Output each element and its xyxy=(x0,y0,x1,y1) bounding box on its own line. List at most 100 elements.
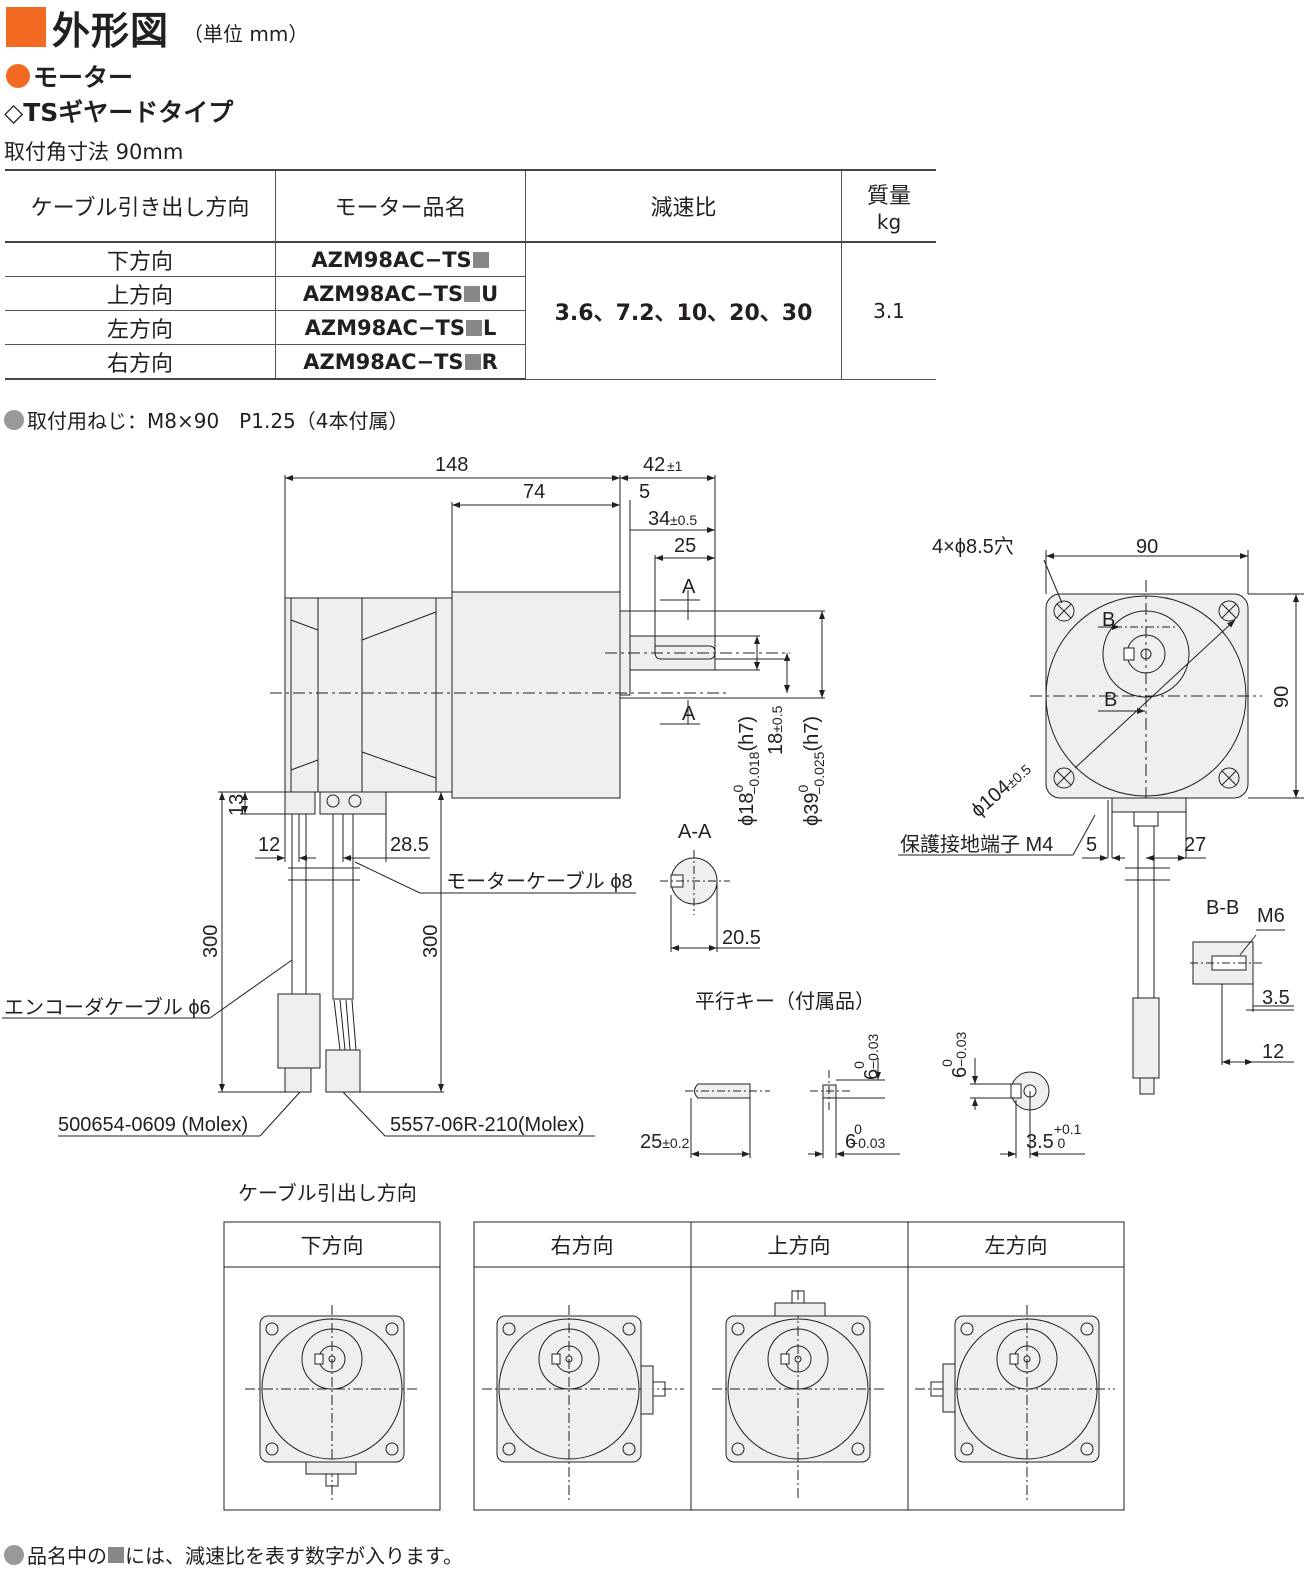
row-direction: 左方向 xyxy=(5,310,276,345)
dim-6-key-label: 6 xyxy=(845,1131,856,1153)
dim-phi18-tol-zero: 0 xyxy=(730,785,746,793)
dim-25-key: 25±0.2 xyxy=(640,1131,690,1153)
section-bb-label: B-B xyxy=(1206,897,1239,919)
table-row: 左方向 AZM98AC−TS L xyxy=(5,310,936,345)
panel-right xyxy=(482,1305,684,1500)
section-aa xyxy=(660,850,760,952)
dim-5: 5 xyxy=(639,481,650,503)
motor-cable-label: モーターケーブル ϕ8 xyxy=(446,869,633,893)
dim-6-key-vertical-tol-zero: 0 xyxy=(851,1061,867,1069)
footnote-pre: 品名中の xyxy=(27,1544,107,1568)
dim-42-tol: ±1 xyxy=(667,458,683,474)
dim-6-keyway-tol-zero: 0 xyxy=(939,1059,955,1067)
dim-34-tol: ±0.5 xyxy=(670,512,697,528)
col-direction: ケーブル引き出し方向 xyxy=(5,169,276,243)
bullet-dot-icon xyxy=(4,409,24,430)
dim-6-keyway: 60−0.03 xyxy=(939,1031,971,1078)
title-row: 外形図 （単位 mm） xyxy=(6,4,308,53)
dim-25: 25 xyxy=(674,535,696,557)
bullet-dot-icon xyxy=(6,64,30,88)
ratio-placeholder-icon xyxy=(108,1546,124,1563)
row-direction: 下方向 xyxy=(5,242,276,277)
section-a-bottom: A xyxy=(682,703,696,725)
ratio-cell: 3.6、7.2、10、20、30 xyxy=(525,242,842,380)
dim-6-keyway-tol: −0.03 xyxy=(953,1031,969,1067)
col-mass-unit: kg xyxy=(876,209,902,234)
model-suffix: L xyxy=(482,315,497,340)
dim-6-key-vertical-label: 6 xyxy=(861,1069,883,1080)
section-type: ◇TSギヤードタイプ xyxy=(4,98,234,127)
dim-90-right: 90 xyxy=(1271,686,1293,708)
dim-phi18-h7: (h7) xyxy=(736,716,758,752)
dim-300-left: 300 xyxy=(200,925,222,958)
model-name: AZM98AC−TS xyxy=(304,315,465,340)
parallel-key xyxy=(685,1058,1085,1158)
dim-34: 34 xyxy=(648,508,670,530)
dim-25-key-label: 25 xyxy=(640,1131,662,1153)
cable-direction-panel xyxy=(223,1221,1125,1511)
dim-3-5-keyway-label: 3.5 xyxy=(1026,1131,1054,1153)
panel-down xyxy=(245,1305,418,1500)
col-mass-label: 質量 xyxy=(866,183,911,209)
table-row: 下方向 AZM98AC−TS 3.6、7.2、10、20、30 3.1 xyxy=(5,242,936,380)
model-name: AZM98AC−TS xyxy=(311,247,472,272)
dim-phi18-label: ϕ18 xyxy=(736,793,758,826)
model-suffix: R xyxy=(481,349,498,374)
dim-3-5-keyway-tol: +0.1 xyxy=(1054,1121,1082,1137)
ratio-placeholder-icon xyxy=(472,251,489,268)
dim-phi39-h7: (h7) xyxy=(801,716,823,752)
panel-label-left: 左方向 xyxy=(985,1235,1048,1258)
cable-panel-title: ケーブル引出し方向 xyxy=(238,1181,417,1205)
cables xyxy=(277,813,361,1093)
bullet-dot-icon xyxy=(4,1544,24,1565)
dim-5-front: 5 xyxy=(1086,834,1097,856)
panel-label-right: 右方向 xyxy=(551,1235,614,1258)
row-model: AZM98AC−TS L xyxy=(275,310,526,345)
dim-12-bb: 12 xyxy=(1262,1041,1284,1063)
screw-note-text: 取付用ねじ：M8×90 P1.25（4本付属） xyxy=(27,409,409,433)
dim-27: 27 xyxy=(1184,834,1206,856)
dim-3-5: 3.5 xyxy=(1262,987,1290,1009)
connector-2-label: 5557-06R-210(Molex) xyxy=(390,1114,585,1136)
dim-18-label: 18 xyxy=(765,733,787,755)
ground-terminal-label: 保護接地端子 M4 xyxy=(900,833,1053,856)
title-square-icon xyxy=(6,7,46,47)
panel-left xyxy=(915,1305,1115,1500)
screw-note: 取付用ねじ：M8×90 P1.25（4本付属） xyxy=(4,405,409,434)
mass-cell: 3.1 xyxy=(841,242,936,380)
footnote-post: には、減速比を表す数字が入ります。 xyxy=(125,1544,463,1568)
dim-phi18: ϕ180−0.018(h7) xyxy=(730,716,762,826)
panel-label-up: 上方向 xyxy=(768,1235,831,1258)
row-model: AZM98AC−TS xyxy=(275,242,526,277)
dim-148: 148 xyxy=(435,454,468,476)
panel-label-down: 下方向 xyxy=(301,1235,364,1258)
mount-size: 取付角寸法 90mm xyxy=(4,140,184,164)
section-motor-label: モーター xyxy=(33,63,134,92)
front-view xyxy=(898,550,1304,1095)
dim-28-5: 28.5 xyxy=(390,834,429,856)
section-motor: モーター xyxy=(6,58,133,94)
dim-phi18-tol: −0.018 xyxy=(746,751,762,794)
dim-3-5-keyway-tol-zero: 0 xyxy=(1057,1135,1065,1151)
model-name: AZM98AC−TS xyxy=(302,281,464,306)
dim-90-top: 90 xyxy=(1136,536,1158,558)
dim-6-key-vertical: 60−0.03 xyxy=(851,1033,883,1080)
dim-13: 13 xyxy=(226,794,248,816)
row-direction: 右方向 xyxy=(5,344,276,380)
dim-20-5: 20.5 xyxy=(722,927,761,949)
panel-up xyxy=(712,1290,884,1500)
dim-6-keyway-label: 6 xyxy=(949,1067,971,1078)
holes-label: 4×ϕ8.5穴 xyxy=(932,535,1014,558)
dim-18: 18±0.5 xyxy=(765,705,787,755)
page-title: 外形図 xyxy=(52,8,170,53)
dim-6-key-tol: −0.03 xyxy=(850,1135,886,1151)
section-b-top: B xyxy=(1102,609,1115,631)
